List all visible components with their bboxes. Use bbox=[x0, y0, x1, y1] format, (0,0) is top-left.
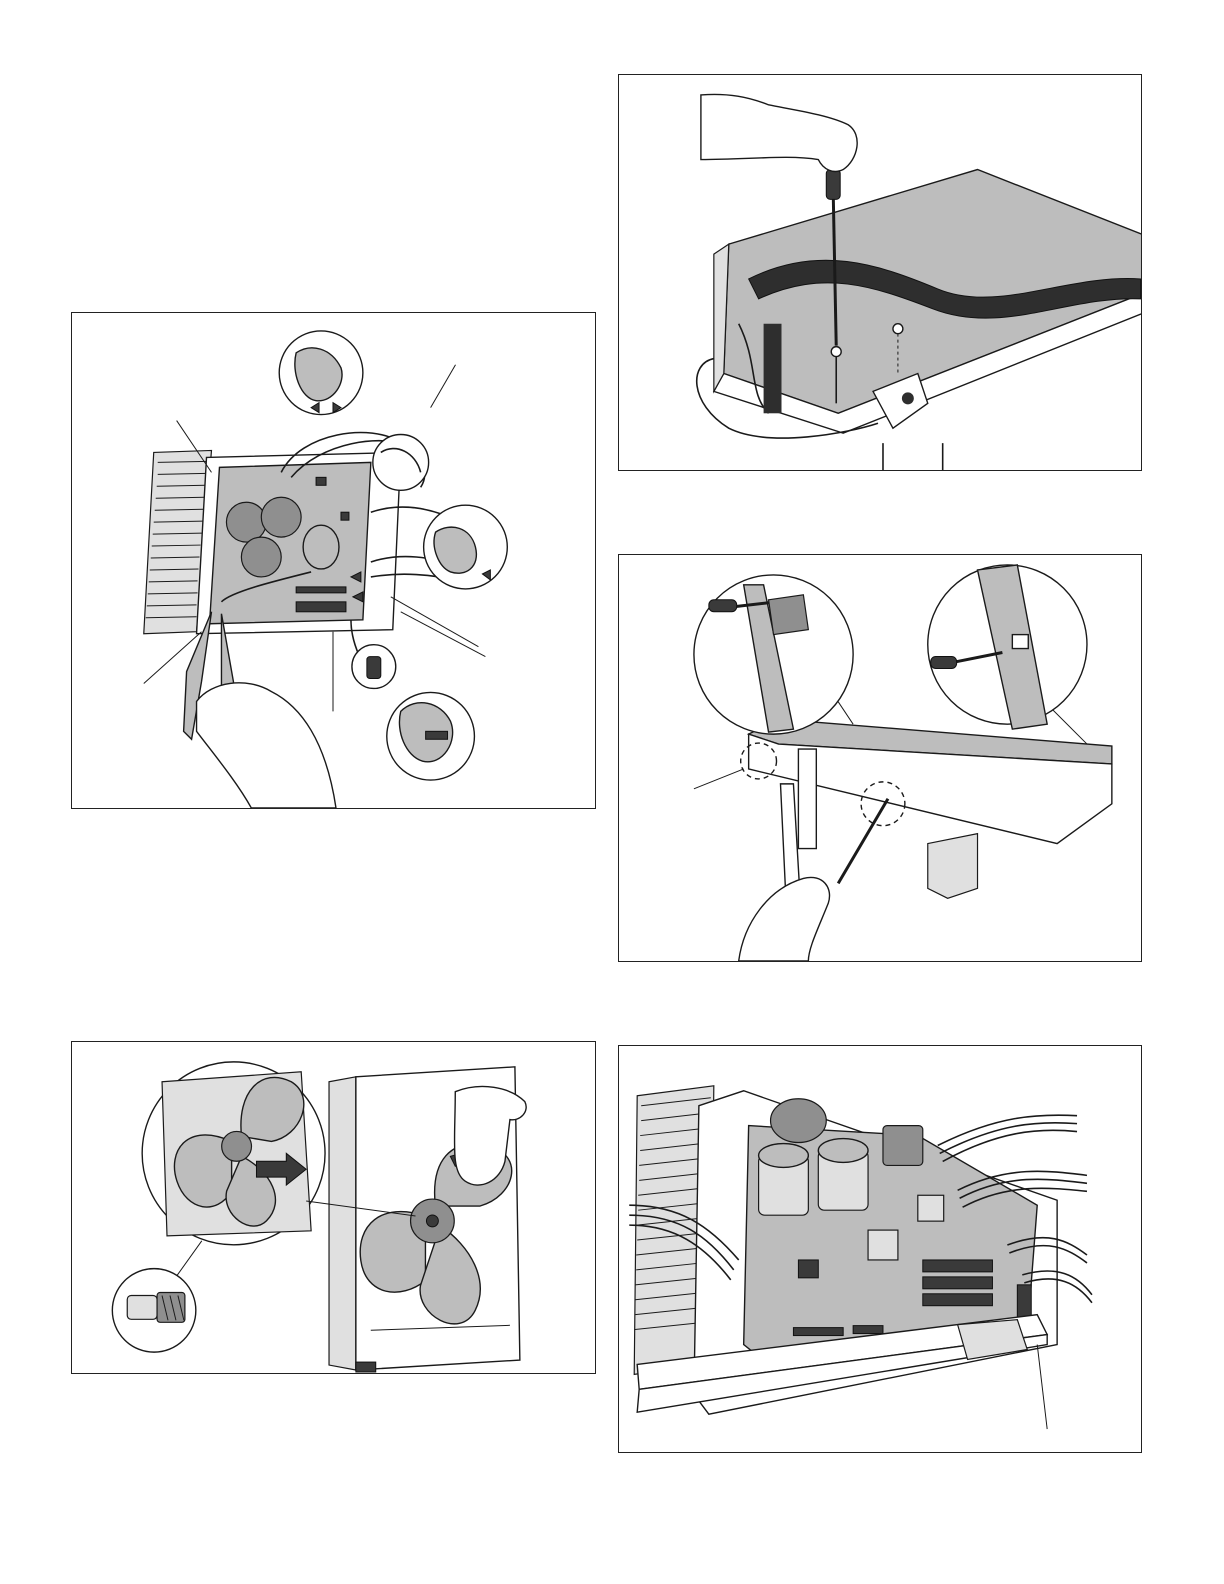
pcb-overview-illustration bbox=[619, 1046, 1141, 1452]
cover-screw-illustration bbox=[619, 75, 1141, 470]
clip-release-illustration bbox=[619, 555, 1141, 961]
figure-pcb-overview bbox=[618, 1045, 1142, 1453]
hand-icon bbox=[739, 877, 830, 961]
figure-pcb-connector-removal bbox=[71, 312, 596, 809]
figure-panel-clip-release bbox=[618, 554, 1142, 962]
fan-blade-illustration bbox=[72, 1042, 595, 1373]
circuit-board-icon bbox=[210, 462, 371, 623]
hand-icon bbox=[197, 683, 336, 808]
figure-fan-blade-removal bbox=[71, 1041, 596, 1374]
detail-magnifier-icon bbox=[694, 565, 1087, 734]
nut-icon bbox=[127, 1292, 185, 1322]
hand-icon bbox=[701, 94, 857, 171]
figure-cover-screw-removal bbox=[618, 74, 1142, 471]
pcb-connector-illustration bbox=[72, 313, 595, 808]
